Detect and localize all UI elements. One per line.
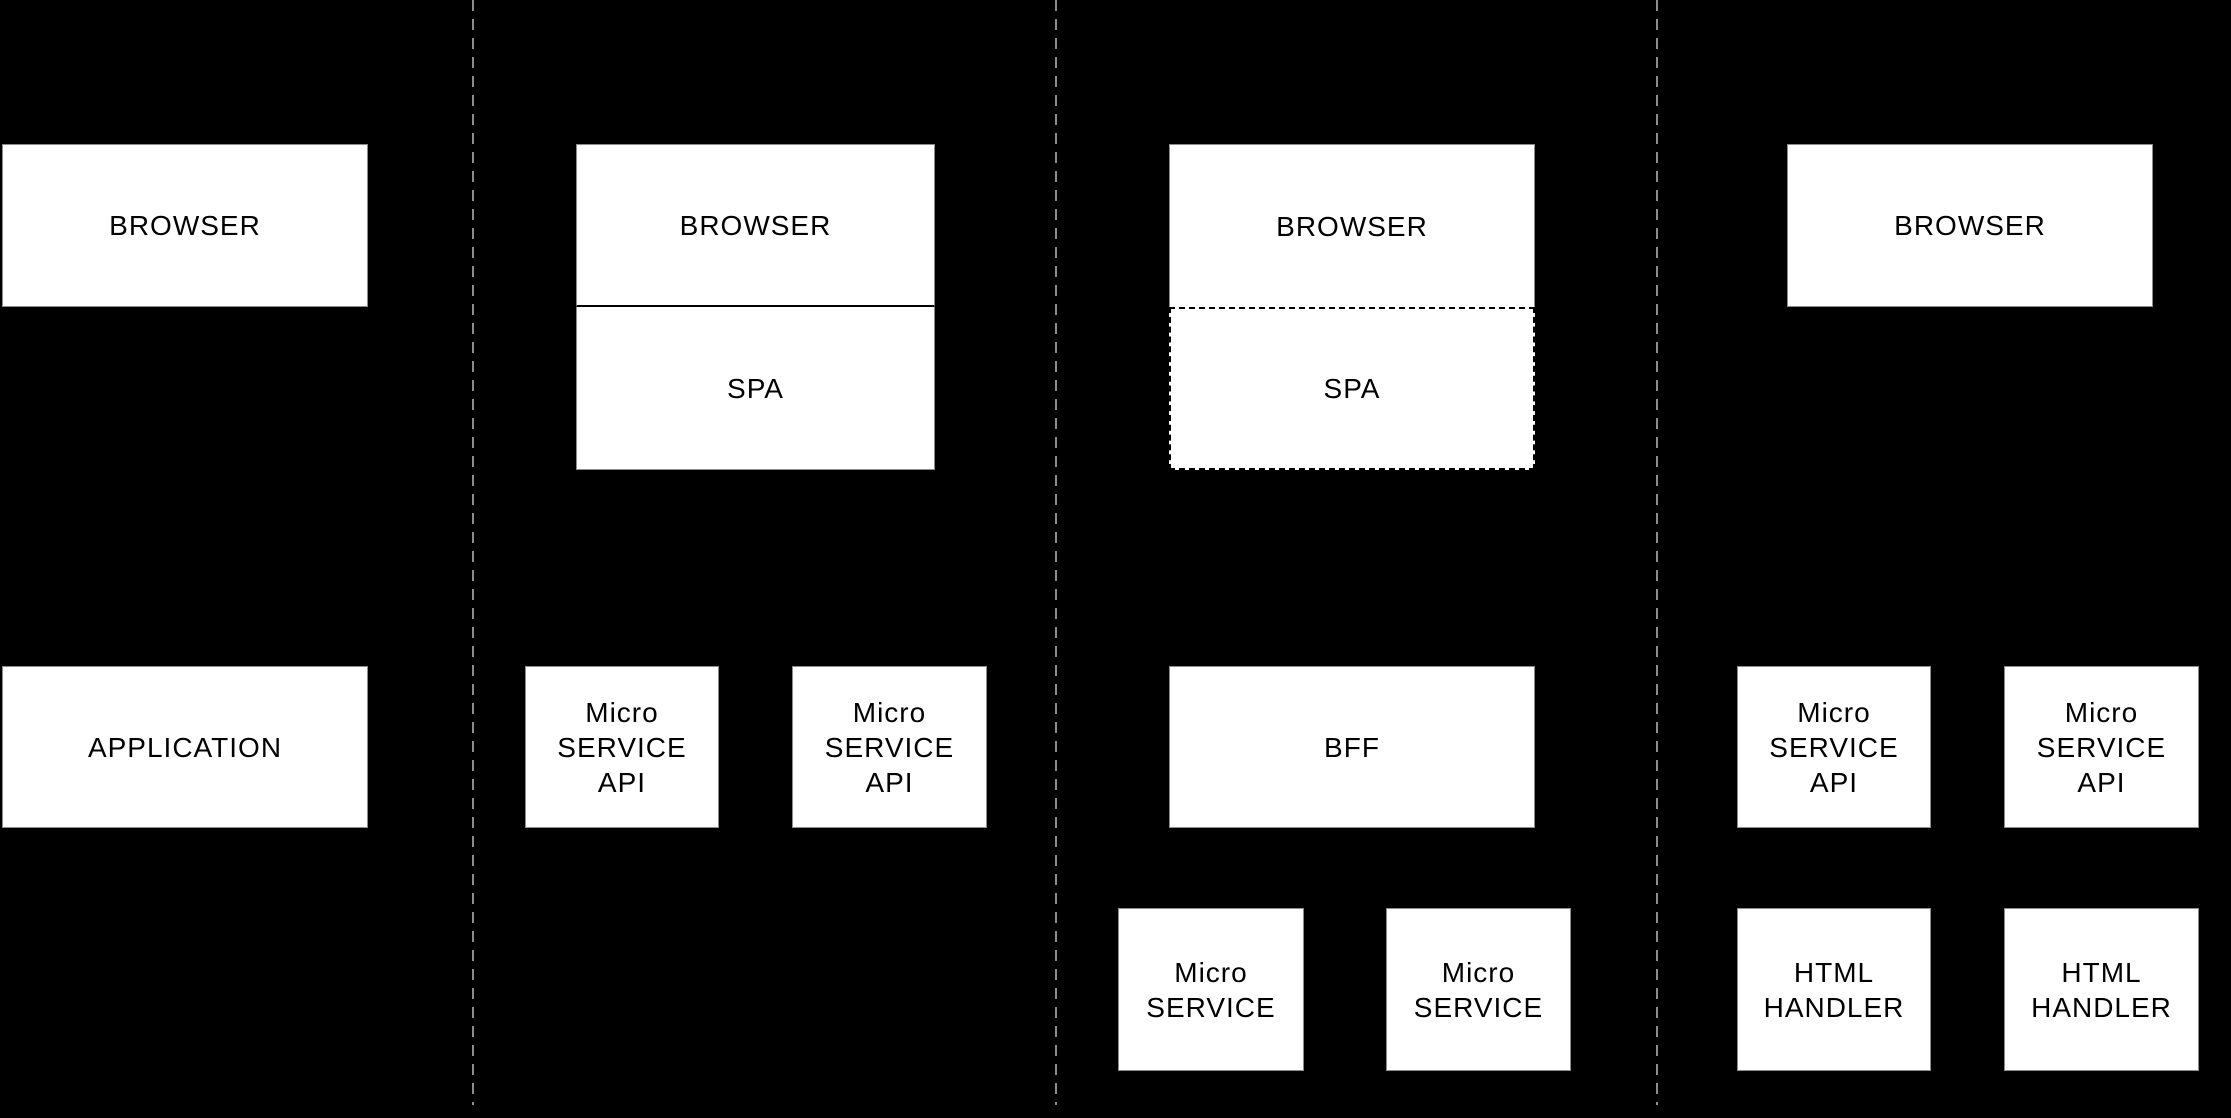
box-browser-col1: BROWSER (2, 144, 368, 307)
column-separator-2 (1055, 0, 1057, 1105)
box-micro-service-api-col4-2: Micro SERVICE API (2004, 666, 2199, 828)
box-label: BROWSER (1276, 210, 1428, 242)
box-browser-col2: BROWSER (576, 144, 935, 307)
box-label: SPA (1323, 373, 1381, 404)
box-label: Micro SERVICE (1146, 956, 1276, 1023)
box-bff-col3: BFF (1169, 666, 1535, 828)
box-browser-col4: BROWSER (1787, 144, 2153, 307)
box-label: BROWSER (1894, 210, 2046, 241)
box-micro-service-api-col2-2: Micro SERVICE API (792, 666, 987, 828)
box-label: BROWSER (679, 209, 832, 241)
box-label: BROWSER (109, 210, 261, 241)
box-spa-dashed-col3: SPA (1169, 307, 1535, 470)
box-label: Micro SERVICE (1413, 956, 1544, 1023)
box-micro-service-col3-2: Micro SERVICE (1386, 908, 1571, 1071)
box-micro-service-api-col2-1: Micro SERVICE API (525, 666, 719, 828)
box-label: Micro SERVICE API (557, 696, 687, 798)
column-separator-1 (472, 0, 474, 1105)
box-label: APPLICATION (87, 731, 283, 763)
box-browser-col3: BROWSER (1169, 144, 1535, 307)
box-spa-col2: SPA (576, 307, 935, 470)
box-label: Micro SERVICE API (2036, 696, 2167, 798)
box-micro-service-col3-1: Micro SERVICE (1118, 908, 1304, 1071)
box-label: HTML HANDLER (2031, 956, 2172, 1023)
box-micro-service-api-col4-1: Micro SERVICE API (1737, 666, 1931, 828)
box-html-handler-col4-2: HTML HANDLER (2004, 908, 2199, 1071)
column-separator-3 (1656, 0, 1658, 1105)
box-label: SPA (727, 372, 784, 404)
box-label: Micro SERVICE API (824, 696, 955, 798)
box-label: BFF (1324, 731, 1380, 763)
box-html-handler-col4-1: HTML HANDLER (1737, 908, 1931, 1071)
box-application-col1: APPLICATION (2, 666, 368, 828)
box-label: HTML HANDLER (1763, 956, 1905, 1023)
box-label: Micro SERVICE API (1769, 696, 1899, 798)
